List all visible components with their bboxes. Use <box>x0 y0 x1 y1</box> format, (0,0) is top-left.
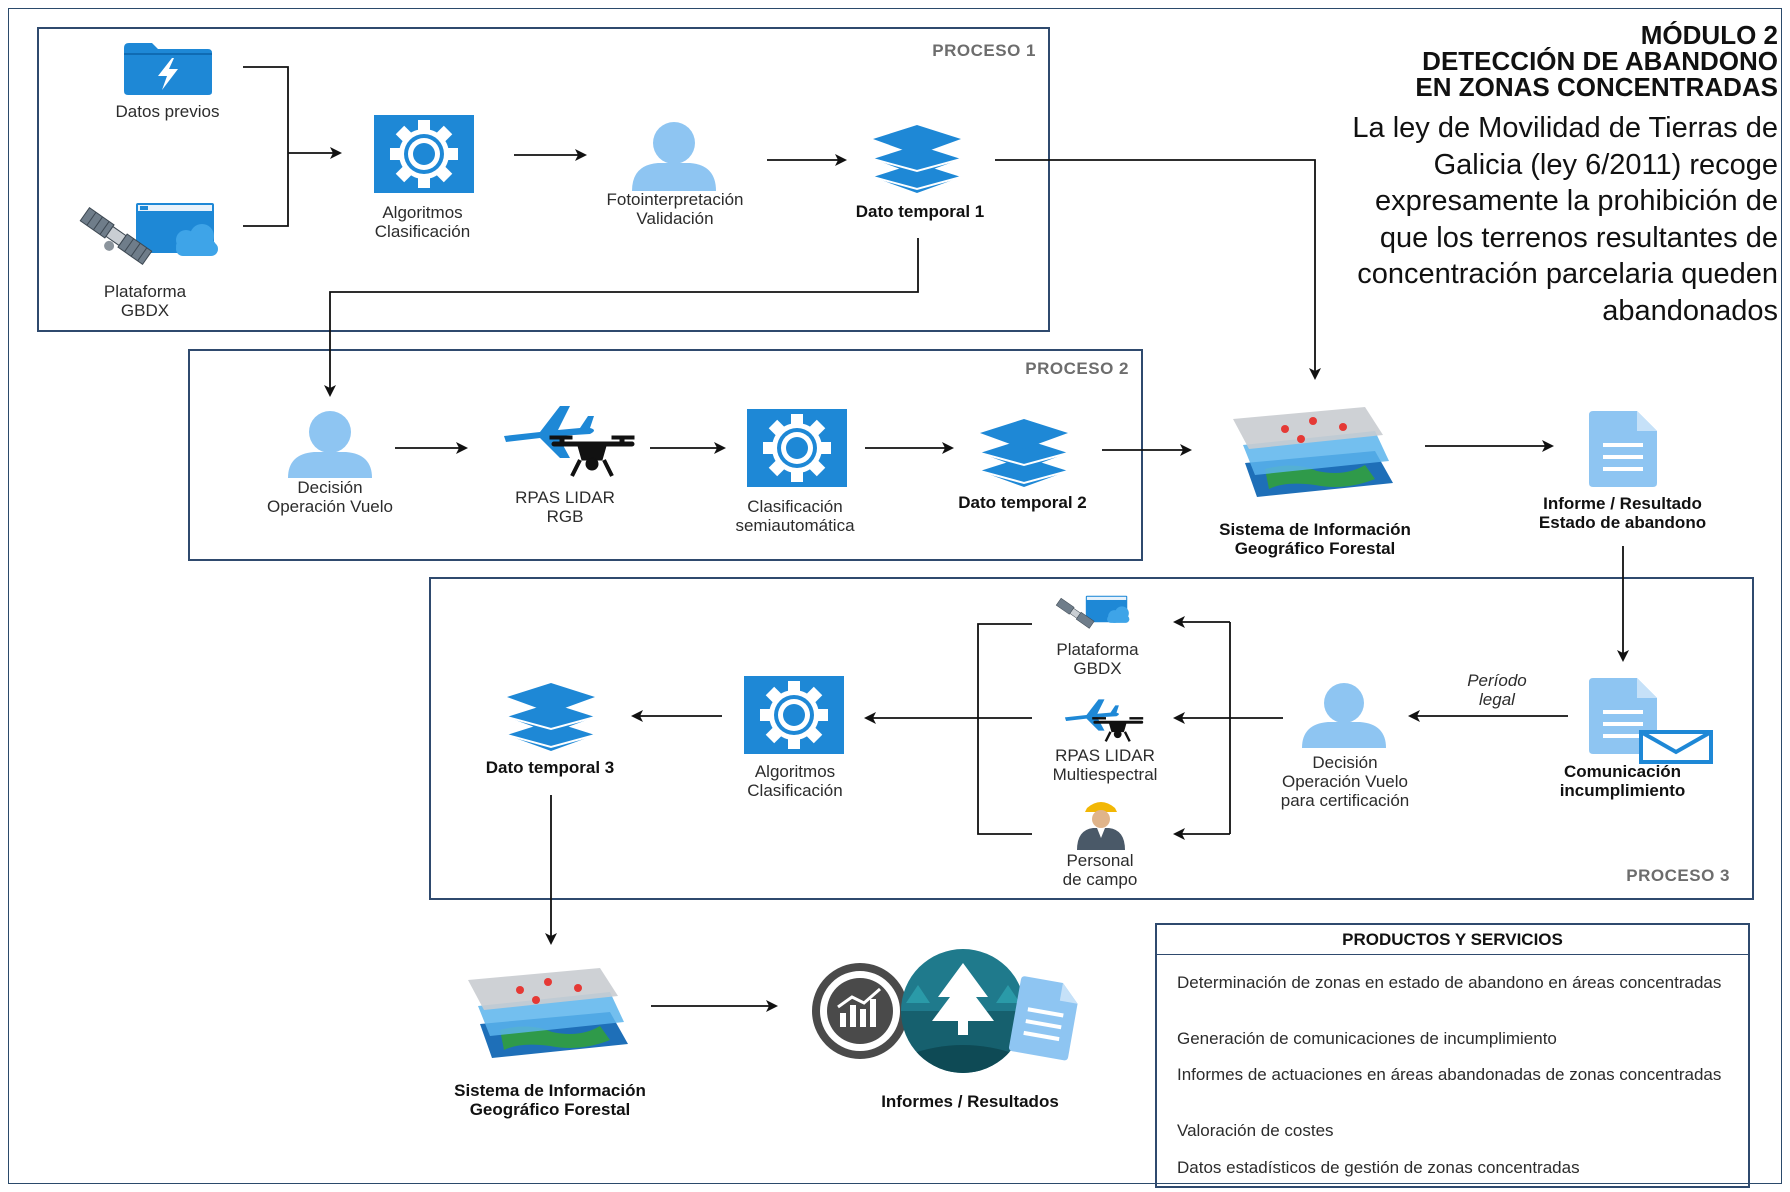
proceso-2-label: PROCESO 2 <box>1025 359 1129 378</box>
proceso-2-box: PROCESO 2 <box>188 349 1143 561</box>
informes-resultados-label: Informes / Resultados <box>881 1092 1059 1111</box>
field-worker-icon <box>1077 802 1125 850</box>
dato-temporal-3-label: Dato temporal 3 <box>485 758 615 777</box>
producto-item: Valoración de costes <box>1177 1121 1334 1140</box>
producto-item: Generación de comunicaciones de incumpli… <box>1177 1029 1557 1048</box>
layers-icon <box>872 125 962 193</box>
gis-map-icon <box>1233 407 1393 497</box>
satellite-platform-icon-2 <box>1055 595 1130 629</box>
producto-item: Datos estadísticos de gestión de zonas c… <box>1177 1158 1580 1177</box>
arrow-dato1-to-sig <box>995 159 1321 380</box>
layers-icon-3 <box>506 683 596 751</box>
proceso-3-label: PROCESO 3 <box>1626 866 1730 885</box>
gear-icon-2 <box>747 409 847 487</box>
producto-item: Informes de actuaciones en áreas abandon… <box>1177 1065 1722 1084</box>
gis-map-icon-2 <box>468 968 628 1058</box>
proceso-1-box: PROCESO 1 <box>37 27 1050 332</box>
person-validation-icon <box>632 122 716 191</box>
law-text: La ley de Movilidad de Tierras de Galici… <box>1352 112 1778 327</box>
reports-results-icon <box>812 949 1078 1073</box>
datos-previos-label: Datos previos <box>115 102 220 121</box>
producto-item: Determinación de zonas en estado de aban… <box>1177 973 1722 992</box>
dato-temporal-1-label: Dato temporal 1 <box>855 202 985 221</box>
arrow-dato1-to-decision <box>324 238 919 397</box>
person-certification-icon <box>1302 683 1386 748</box>
proceso-3-box: PROCESO 3 <box>429 577 1754 900</box>
person-decision-icon <box>288 411 372 478</box>
plane-drone-icon <box>504 406 635 477</box>
productos-title: PRODUCTOS Y SERVICIOS <box>1157 925 1748 955</box>
gear-icon-3 <box>744 676 844 754</box>
productos-servicios-box: PRODUCTOS Y SERVICIOS Determinación de z… <box>1155 923 1750 1188</box>
module-title: MÓDULO 2 DETECCIÓN DE ABANDONO EN ZONAS … <box>1415 20 1778 102</box>
document-icon <box>1589 411 1657 487</box>
satellite-platform-icon <box>79 203 218 266</box>
arrow-sources-bracket <box>977 623 1032 835</box>
folder-lightning-icon <box>124 43 212 95</box>
document-envelope-icon <box>1589 678 1713 764</box>
dato-temporal-2-label: Dato temporal 2 <box>958 493 1087 512</box>
proceso-1-label: PROCESO 1 <box>932 41 1036 60</box>
outer-frame <box>8 8 1782 1184</box>
arrow-datos-bracket <box>243 66 289 227</box>
gear-icon <box>374 115 474 193</box>
layers-icon-2 <box>979 419 1069 487</box>
plane-drone-icon-2 <box>1064 699 1144 742</box>
